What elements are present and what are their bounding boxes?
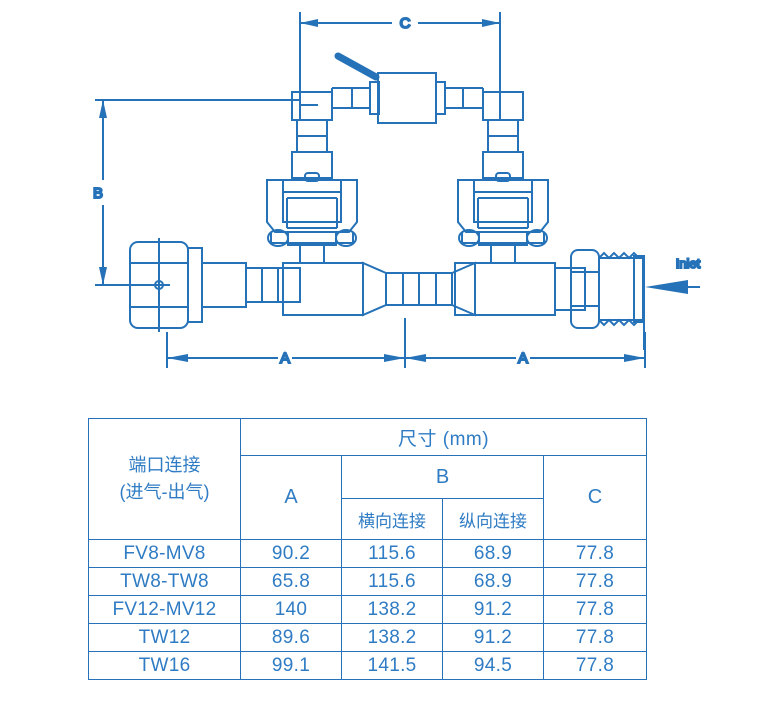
header-row-3: 横向连接 纵向连接 (89, 498, 647, 540)
cell-a: 140 (240, 595, 342, 624)
cell-c: 77.8 (542, 651, 648, 680)
cell-c: 77.8 (542, 623, 648, 652)
cell-port: FV12-MV12 (88, 595, 241, 624)
main-pipe-run (201, 261, 586, 317)
dimension-b-label: B (93, 185, 103, 202)
left-end-cap (122, 238, 203, 332)
cell-c: 77.8 (542, 539, 648, 568)
cell-port: TW16 (88, 651, 241, 680)
cell-c: 77.8 (542, 567, 648, 596)
cell-a: 90.2 (240, 539, 342, 568)
cell-a: 65.8 (240, 567, 342, 596)
inlet-label: Inlet (676, 256, 701, 271)
dimension-a-right: A (405, 349, 645, 368)
top-ball-valve (331, 52, 484, 124)
cell-b-longitudinal: 91.2 (442, 595, 544, 624)
dimension-a-left-label: A (280, 350, 290, 367)
table-head: 端口连接 (进气-出气) 尺寸 (mm) A B C 横向连接 纵向连接 (88, 418, 648, 540)
cell-b-transverse: 115.6 (341, 539, 443, 568)
cell-b-longitudinal: 94.5 (442, 651, 544, 680)
header-port-line1: 端口连接 (128, 455, 201, 475)
cell-b-longitudinal: 68.9 (442, 539, 544, 568)
left-top-tee (291, 91, 333, 179)
cell-b-transverse: 138.2 (341, 623, 443, 652)
header-col-a: A (240, 455, 342, 540)
technical-drawing: C B (92, 12, 702, 368)
cell-b-transverse: 115.6 (341, 567, 443, 596)
dimension-c-label: C (400, 15, 411, 32)
cell-b-longitudinal: 91.2 (442, 623, 544, 652)
dimension-a-left: A (167, 349, 405, 368)
header-port-line2: (进气-出气) (119, 482, 210, 502)
cell-b-transverse: 138.2 (341, 595, 443, 624)
cell-port: TW8-TW8 (88, 567, 241, 596)
header-port-connection: 端口连接 (进气-出气) (88, 418, 241, 540)
header-col-c: C (542, 455, 648, 540)
cell-c: 77.8 (542, 595, 648, 624)
header-row-2: A B C (89, 455, 648, 540)
cell-a: 99.1 (240, 651, 342, 680)
dimension-table-wrap: 端口连接 (进气-出气) 尺寸 (mm) A B C 横向连接 纵向连接 FV8… (88, 418, 648, 680)
dimension-table: 端口连接 (进气-出气) 尺寸 (mm) A B C 横向连接 纵向连接 FV8… (88, 418, 648, 680)
cell-port: TW12 (88, 623, 241, 652)
dimension-c: C (299, 12, 501, 108)
cell-port: FV8-MV8 (88, 539, 241, 568)
dimension-b: B (92, 99, 300, 286)
cell-a: 89.6 (240, 623, 342, 652)
header-size-group: 尺寸 (mm) (239, 418, 648, 456)
header-col-b-transverse: 横向连接 (341, 498, 443, 540)
inlet-connector (570, 249, 645, 350)
dimension-a-group: A A (166, 318, 646, 368)
cell-b-transverse: 141.5 (341, 651, 443, 680)
cell-b-longitudinal: 68.9 (442, 567, 544, 596)
right-needle-valve (457, 172, 549, 264)
header-col-b: B (341, 455, 544, 499)
left-needle-valve (266, 172, 358, 264)
header-row-1: 端口连接 (进气-出气) 尺寸 (mm) (88, 418, 648, 540)
right-top-tee (482, 91, 524, 179)
dimension-a-right-label: A (518, 350, 528, 367)
inlet-annotation: Inlet (645, 255, 702, 294)
header-col-b-longitudinal: 纵向连接 (442, 498, 544, 540)
